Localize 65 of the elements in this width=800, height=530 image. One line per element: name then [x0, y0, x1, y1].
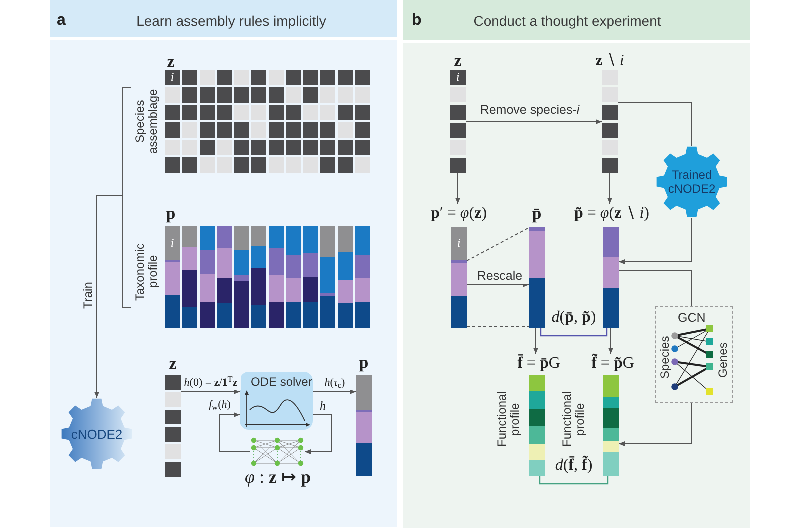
- vector-label: p: [358, 354, 370, 374]
- stacked-bar: [603, 375, 619, 476]
- vector-label: z: [453, 52, 463, 69]
- arrow: [533, 328, 539, 354]
- side-label: Functional profile: [496, 390, 522, 450]
- formula-label: f̃ = p̃G: [581, 354, 645, 374]
- index-label: i: [455, 70, 461, 85]
- stacked-bar: [451, 227, 467, 328]
- box-title: ODE solver: [251, 375, 312, 389]
- neural-network-icon: [250, 437, 305, 467]
- side-label: Functional profile: [561, 390, 587, 450]
- connector-line: [539, 476, 609, 485]
- vector-label: z ∖ i: [594, 52, 626, 70]
- gear-label: cNODE2: [71, 426, 123, 442]
- box-label: Genes: [717, 341, 729, 380]
- index-label: i: [456, 235, 462, 252]
- panel: [403, 0, 750, 528]
- arrow: [220, 412, 250, 452]
- arrow: [94, 196, 124, 398]
- index-label: i: [170, 70, 176, 86]
- dashed-line: [466, 326, 530, 328]
- gear-label: Trained cNODE2: [667, 168, 717, 196]
- box-label: GCN: [678, 311, 706, 325]
- stacked-bar-chart: [165, 226, 370, 328]
- panel-title: Learn assembly rules implicitly: [136, 12, 326, 30]
- cell-column: [602, 70, 618, 173]
- arrow: [466, 119, 602, 125]
- stacked-bar: [356, 375, 372, 476]
- formula-label: p′ = φ(z): [421, 204, 497, 225]
- presence-grid: [165, 70, 370, 173]
- arrow: [608, 328, 614, 354]
- connector-line: [540, 328, 608, 337]
- arrow: [180, 389, 240, 395]
- vector-label: z: [166, 53, 176, 70]
- stacked-bar: [529, 375, 545, 476]
- formula-label: φ : z ↦ p: [244, 466, 312, 488]
- panel-letter: a: [57, 12, 66, 30]
- stacked-bar: [529, 227, 545, 328]
- arrow: [312, 389, 356, 395]
- cell-column: [165, 375, 181, 477]
- side-label: Species assemblage: [134, 88, 160, 156]
- formula-label: f̄ = p̄G: [507, 354, 571, 374]
- connector-line: [618, 270, 692, 306]
- arrow: [466, 282, 530, 288]
- panel-title: Conduct a thought experiment: [474, 12, 662, 30]
- side-label: Taxonomic profile: [134, 242, 160, 303]
- panel: [50, 0, 397, 527]
- vector-label: p: [165, 205, 177, 225]
- arrow: [618, 402, 692, 447]
- panel-letter: b: [412, 12, 422, 30]
- dashed-box: [655, 306, 733, 403]
- vector-label: p̄: [531, 205, 543, 225]
- arrow: [607, 172, 613, 204]
- arrow: [455, 172, 461, 204]
- index-label: i: [170, 234, 176, 252]
- formula-label: p̃ = φ(z ∖ i): [560, 204, 664, 225]
- connector-line: [618, 102, 692, 146]
- vector-label: z: [168, 355, 178, 374]
- stacked-bar: [603, 227, 619, 328]
- solver-box: [240, 372, 313, 430]
- arrow: [304, 414, 332, 455]
- arrow: [618, 218, 692, 265]
- dashed-line: [466, 228, 530, 262]
- box-label: Species: [659, 336, 671, 382]
- cell-column: [450, 70, 466, 173]
